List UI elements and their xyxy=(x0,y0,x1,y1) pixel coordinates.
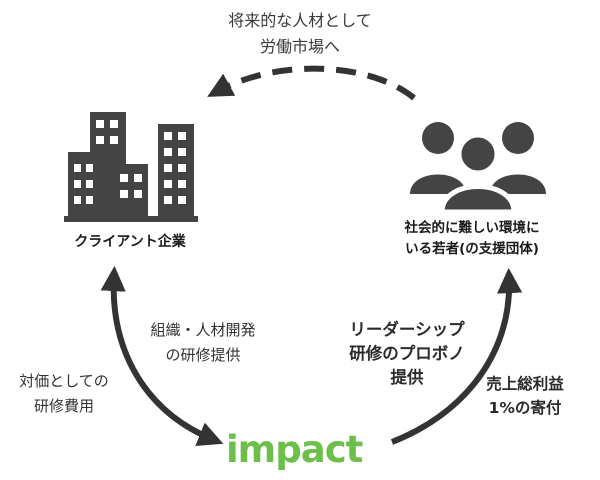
impact-logo-text: impact xyxy=(226,428,363,471)
donation-label-line-2: 1%の寄付 xyxy=(488,399,562,417)
office-buildings-icon xyxy=(64,112,198,222)
training-fee-label-line-1: 対価としての xyxy=(19,372,109,390)
impact-youth-arrow xyxy=(390,267,523,445)
probono-label-line-1: リーダーシップ xyxy=(349,320,465,339)
client-label: クライアント企業 xyxy=(74,234,186,250)
client-impact-arrow xyxy=(100,265,224,446)
labor-market-label: 将来的な人材として 労働市場へ xyxy=(195,8,405,60)
probono-label: リーダーシップ 研修のプロボノ 提供 xyxy=(322,318,492,390)
labor-market-label-line-1: 将来的な人材として xyxy=(228,11,372,30)
probono-label-line-3: 提供 xyxy=(390,368,424,387)
labor-market-arrow xyxy=(207,65,416,101)
impact-logo: impact xyxy=(226,428,376,472)
org-training-label: 組織・人材開発 の研修提供 xyxy=(128,318,278,368)
training-fee-label: 対価としての 研修費用 xyxy=(4,369,124,419)
org-training-label-line-2: の研修提供 xyxy=(165,346,241,364)
people-group-icon xyxy=(410,122,546,212)
probono-label-line-2: 研修のプロボノ xyxy=(349,344,465,363)
youth-label: 社会的に難しい環境に いる若者(の支援団体) xyxy=(372,218,572,260)
training-fee-label-line-2: 研修費用 xyxy=(33,397,94,415)
donation-label-line-1: 売上総利益 xyxy=(486,375,564,393)
org-training-label-line-1: 組織・人材開発 xyxy=(150,321,256,339)
labor-market-label-line-2: 労働市場へ xyxy=(259,37,340,56)
youth-label-line-1: 社会的に難しい環境に xyxy=(404,220,540,236)
donation-label: 売上総利益 1%の寄付 xyxy=(470,372,580,420)
youth-label-line-2: いる若者(の支援団体) xyxy=(405,241,539,257)
